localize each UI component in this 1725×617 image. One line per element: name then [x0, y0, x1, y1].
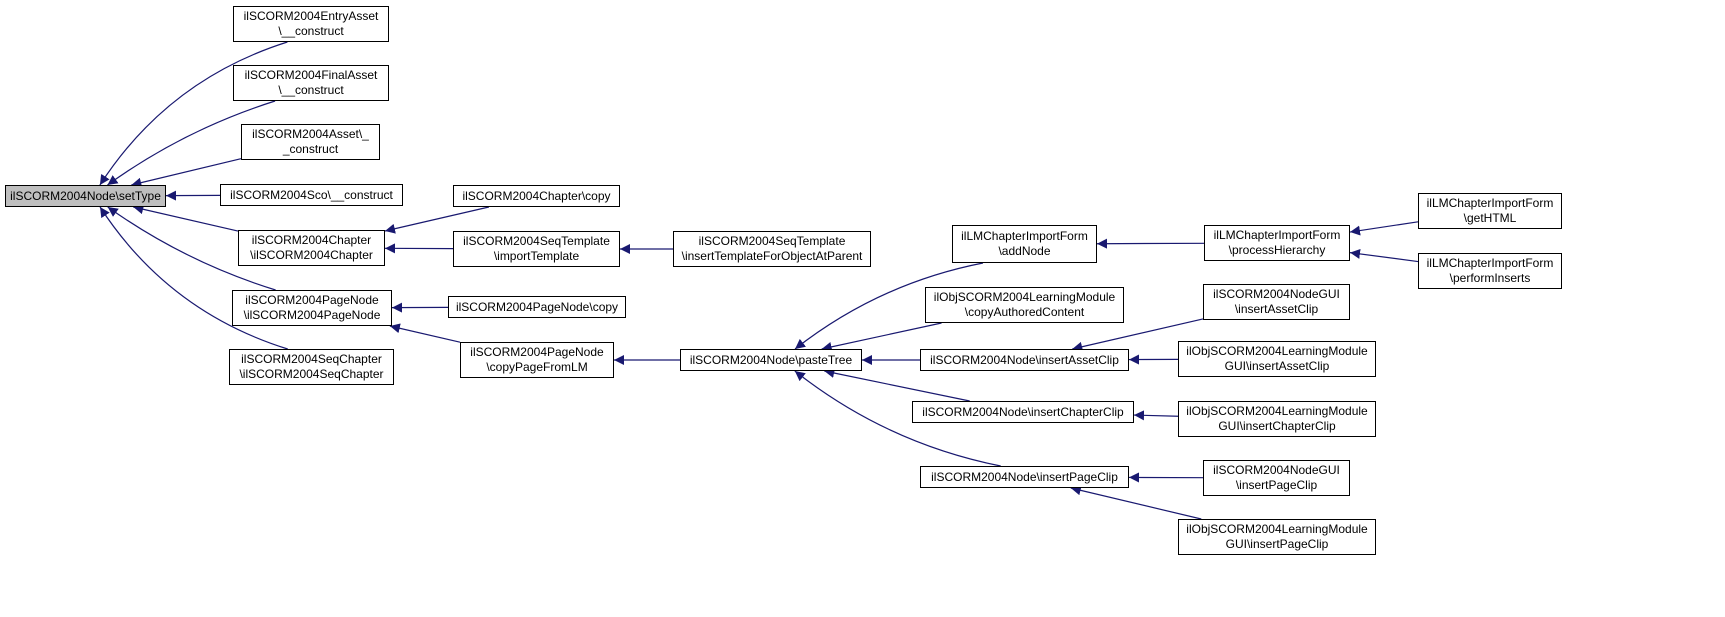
node-label-line: GUI\insertPageClip: [1225, 537, 1329, 551]
node-get-html[interactable]: ilLMChapterImportForm\getHTML: [1418, 193, 1562, 229]
node-chapter-copy[interactable]: ilSCORM2004Chapter\copy: [453, 185, 620, 207]
node-label-line: ilSCORM2004PageNode: [245, 293, 379, 307]
node-label-line: ilObjSCORM2004LearningModule: [1186, 522, 1368, 536]
node-label-line: \performInserts: [1449, 271, 1531, 285]
node-insert-asset-clip[interactable]: ilSCORM2004Node\insertAssetClip: [920, 349, 1129, 371]
node-label-line: \insertTemplateForObjectAtParent: [681, 249, 863, 263]
node-label-line: ilSCORM2004PageNode\copy: [455, 299, 619, 314]
edge-perform-inserts-to-process-hierarchy: [1349, 248, 1419, 263]
node-label-line: ilSCORM2004FinalAsset: [244, 68, 378, 82]
node-label-line: ilSCORM2004Node\setType: [10, 188, 161, 203]
edge-gui-asset-clip-to-insert-asset-clip: [1072, 318, 1204, 352]
node-label-line: \insertAssetClip: [1234, 302, 1319, 316]
node-copy-authored[interactable]: ilObjSCORM2004LearningModule\copyAuthore…: [925, 287, 1124, 323]
edge-lm-gui-chapter-clip-to-insert-chapter-clip: [1133, 410, 1179, 421]
node-label-line: ilLMChapterImportForm: [1213, 228, 1341, 242]
edge-seq-chapter-to-root: [99, 206, 288, 350]
node-paste-tree[interactable]: ilSCORM2004Node\pasteTree: [680, 349, 862, 371]
node-process-hierarchy[interactable]: ilLMChapterImportForm\processHierarchy: [1204, 225, 1350, 261]
node-label-line: \__construct: [278, 83, 344, 97]
node-label-line: ilLMChapterImportForm: [1426, 256, 1554, 270]
node-label-line: ilSCORM2004NodeGUI: [1213, 287, 1340, 301]
node-label-line: ilSCORM2004Node\insertPageClip: [931, 469, 1118, 484]
node-gui-asset-clip[interactable]: ilSCORM2004NodeGUI\insertAssetClip: [1203, 284, 1350, 320]
node-label-line: ilSCORM2004Chapter\copy: [462, 188, 611, 203]
node-label-line: ilSCORM2004Chapter: [251, 233, 372, 247]
node-label-line: GUI\insertChapterClip: [1218, 419, 1336, 433]
node-label-line: ilSCORM2004PageNode: [470, 345, 604, 359]
node-label-line: ilObjSCORM2004LearningModule: [933, 290, 1116, 304]
node-label-line: \copyPageFromLM: [486, 360, 588, 374]
node-label-line: _construct: [282, 142, 339, 156]
node-perform-inserts[interactable]: ilLMChapterImportForm\performInserts: [1418, 253, 1562, 289]
node-page-node[interactable]: ilSCORM2004PageNode\ilSCORM2004PageNode: [232, 290, 392, 326]
edge-lm-add-node-to-paste-tree: [794, 262, 984, 350]
edge-get-html-to-process-hierarchy: [1349, 221, 1419, 236]
node-label-line: ilSCORM2004SeqTemplate: [463, 234, 610, 248]
node-label-line: ilLMChapterImportForm: [961, 229, 1088, 243]
node-label-line: GUI\insertAssetClip: [1224, 359, 1330, 373]
node-copy-page-from-lm[interactable]: ilSCORM2004PageNode\copyPageFromLM: [460, 342, 614, 378]
node-entry-asset[interactable]: ilSCORM2004EntryAsset\__construct: [233, 6, 389, 42]
edge-chapter-to-root: [133, 204, 239, 232]
node-gui-page-clip[interactable]: ilSCORM2004NodeGUI\insertPageClip: [1203, 460, 1350, 496]
node-seq-template-insert[interactable]: ilSCORM2004SeqTemplate\insertTemplateFor…: [673, 231, 871, 267]
node-seq-template-import[interactable]: ilSCORM2004SeqTemplate\importTemplate: [453, 231, 620, 267]
node-chapter[interactable]: ilSCORM2004Chapter\ilSCORM2004Chapter: [238, 230, 385, 266]
edge-insert-page-clip-to-paste-tree: [794, 370, 1001, 467]
node-sco[interactable]: ilSCORM2004Sco\__construct: [220, 184, 403, 206]
node-label-line: ilSCORM2004SeqTemplate: [698, 234, 846, 248]
node-page-node-copy[interactable]: ilSCORM2004PageNode\copy: [448, 296, 626, 318]
node-label-line: ilSCORM2004Node\pasteTree: [689, 352, 853, 367]
node-label-line: ilObjSCORM2004LearningModule: [1186, 404, 1368, 418]
edge-copy-authored-to-paste-tree: [821, 322, 942, 352]
edge-page-node-to-root: [107, 206, 276, 291]
node-label-line: ilObjSCORM2004LearningModule: [1186, 344, 1368, 358]
node-label-line: \ilSCORM2004PageNode: [243, 308, 381, 322]
edge-copy-page-from-lm-to-page-node: [389, 323, 461, 343]
node-label-line: ilSCORM2004Asset\_: [252, 127, 369, 141]
edge-asset-to-root: [131, 158, 242, 188]
node-label-line: \__construct: [278, 24, 344, 38]
node-label-line: \processHierarchy: [1228, 243, 1326, 257]
node-final-asset[interactable]: ilSCORM2004FinalAsset\__construct: [233, 65, 389, 101]
edge-entry-asset-to-root: [99, 41, 288, 186]
node-label-line: ilSCORM2004NodeGUI: [1213, 463, 1340, 477]
node-label-line: \addNode: [998, 244, 1051, 258]
edge-chapter-copy-to-chapter: [384, 206, 490, 234]
node-label-line: ilSCORM2004Node\insertChapterClip: [922, 404, 1124, 419]
node-label-line: \ilSCORM2004Chapter: [250, 248, 373, 262]
node-label-line: \insertPageClip: [1235, 478, 1318, 492]
node-label-line: ilSCORM2004Sco\__construct: [230, 187, 393, 202]
node-label-line: ilSCORM2004EntryAsset: [243, 9, 379, 23]
node-label-line: \copyAuthoredContent: [964, 305, 1085, 319]
node-asset[interactable]: ilSCORM2004Asset\__construct: [241, 124, 380, 160]
node-label-line: ilLMChapterImportForm: [1426, 196, 1554, 210]
node-label-line: \getHTML: [1463, 211, 1517, 225]
node-root: ilSCORM2004Node\setType: [5, 185, 166, 207]
node-insert-chapter-clip[interactable]: ilSCORM2004Node\insertChapterClip: [912, 401, 1134, 423]
edge-final-asset-to-root: [107, 100, 276, 186]
node-label-line: \ilSCORM2004SeqChapter: [239, 367, 384, 381]
edge-lm-gui-page-clip-to-insert-page-clip: [1070, 485, 1202, 520]
node-insert-page-clip[interactable]: ilSCORM2004Node\insertPageClip: [920, 466, 1129, 488]
edge-insert-chapter-clip-to-paste-tree: [824, 368, 970, 402]
node-label-line: ilSCORM2004SeqChapter: [241, 352, 382, 366]
node-label-line: ilSCORM2004Node\insertAssetClip: [930, 352, 1119, 367]
node-lm-add-node[interactable]: ilLMChapterImportForm\addNode: [952, 225, 1097, 263]
node-label-line: \importTemplate: [493, 249, 580, 263]
node-seq-chapter[interactable]: ilSCORM2004SeqChapter\ilSCORM2004SeqChap…: [229, 349, 394, 385]
